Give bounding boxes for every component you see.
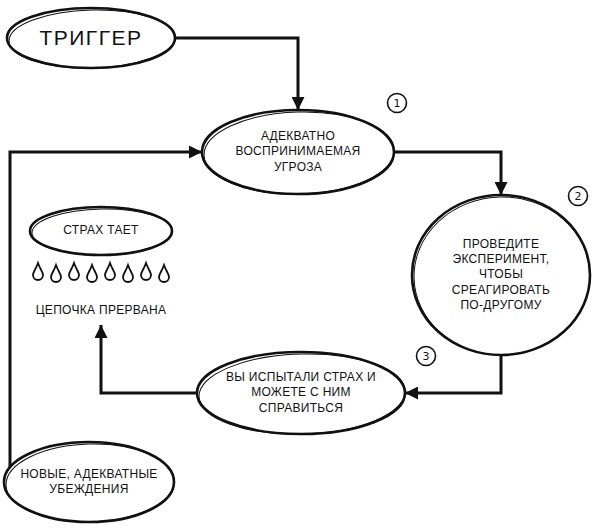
ellipse-sketch bbox=[203, 110, 395, 197]
process-ellipse: АДЕКВАТНО ВОСПРИНИМАЕМАЯ УГРОЗА bbox=[200, 108, 396, 196]
node-text: НОВЫЕ, АДЕКВАТНЫЕ УБЕЖДЕНИЯ bbox=[14, 467, 164, 498]
callout-marker: 3 bbox=[416, 346, 436, 366]
node-text: СТРАХ ТАЕТ bbox=[63, 223, 138, 238]
process-ellipse: ВЫ ИСПЫТАЛИ СТРАХ И МОЖЕТЕ С НИМ СПРАВИТ… bbox=[195, 350, 407, 436]
callout-circle bbox=[388, 94, 407, 113]
flow-arrow bbox=[10, 152, 202, 467]
callout-circle bbox=[417, 347, 436, 366]
drop-symbol bbox=[87, 265, 97, 282]
text-holder: СТРАХ ТАЕТ bbox=[28, 205, 174, 257]
text-holder: АДЕКВАТНО ВОСПРИНИМАЕМАЯ УГРОЗА bbox=[200, 108, 396, 196]
flow-arrow bbox=[101, 325, 197, 393]
drop-symbol bbox=[51, 265, 61, 282]
node-text: ТРИГГЕР bbox=[39, 25, 142, 52]
text-holder: ТРИГГЕР bbox=[5, 6, 177, 70]
ellipse-outline bbox=[197, 352, 405, 434]
belief-ellipse: НОВЫЕ, АДЕКВАТНЫЕ УБЕЖДЕНИЯ bbox=[2, 440, 176, 524]
callout-number: 3 bbox=[423, 350, 430, 363]
callout-marker: 2 bbox=[568, 186, 588, 206]
text-holder: ВЫ ИСПЫТАЛИ СТРАХ И МОЖЕТЕ С НИМ СПРАВИТ… bbox=[195, 350, 407, 436]
node-caption: ЦЕПОЧКА ПРЕРВАНА bbox=[36, 303, 167, 318]
drop-symbol bbox=[141, 263, 151, 280]
callout-number: 1 bbox=[394, 97, 401, 110]
trigger-ellipse: ТРИГГЕР bbox=[5, 6, 177, 70]
callout-marker: 1 bbox=[387, 93, 407, 113]
text-holder: ЦЕПОЧКА ПРЕРВАНА bbox=[28, 299, 174, 323]
drop-symbol bbox=[159, 265, 169, 282]
ellipse-sketch bbox=[5, 442, 175, 524]
callout-number: 2 bbox=[575, 190, 582, 203]
callout-circle bbox=[569, 187, 588, 206]
flow-arrow bbox=[394, 152, 501, 195]
node-text: АДЕКВАТНО ВОСПРИНИМАЕМАЯ УГРОЗА bbox=[233, 129, 363, 175]
drop-symbol bbox=[69, 263, 79, 280]
ellipse-sketch bbox=[8, 8, 175, 70]
process-ellipse: ПРОВЕДИТЕ ЭКСПЕРИМЕНТ, ЧТОБЫ СРЕАГИРОВАТ… bbox=[410, 193, 592, 357]
drop-symbol bbox=[33, 263, 43, 280]
ellipse-sketch bbox=[412, 195, 592, 358]
ellipse-sketch bbox=[198, 351, 406, 436]
node-text: ВЫ ИСПЫТАЛИ СТРАХ И МОЖЕТЕ С НИМ СПРАВИТ… bbox=[219, 370, 384, 416]
flow-arrow bbox=[175, 38, 298, 110]
node-text: ПРОВЕДИТЕ ЭКСПЕРИМЕНТ, ЧТОБЫ СРЕАГИРОВАТ… bbox=[445, 237, 557, 314]
ellipse-sketch bbox=[32, 208, 173, 256]
melting-ellipse: СТРАХ ТАЕТ ЦЕПОЧКА ПРЕРВАНА bbox=[28, 203, 174, 325]
flow-arrow bbox=[405, 355, 501, 393]
drop-symbol bbox=[105, 263, 115, 280]
text-holder: НОВЫЕ, АДЕКВАТНЫЕ УБЕЖДЕНИЯ bbox=[2, 440, 176, 524]
drop-symbol bbox=[123, 265, 133, 282]
text-holder: ПРОВЕДИТЕ ЭКСПЕРИМЕНТ, ЧТОБЫ СРЕАГИРОВАТ… bbox=[410, 193, 592, 357]
